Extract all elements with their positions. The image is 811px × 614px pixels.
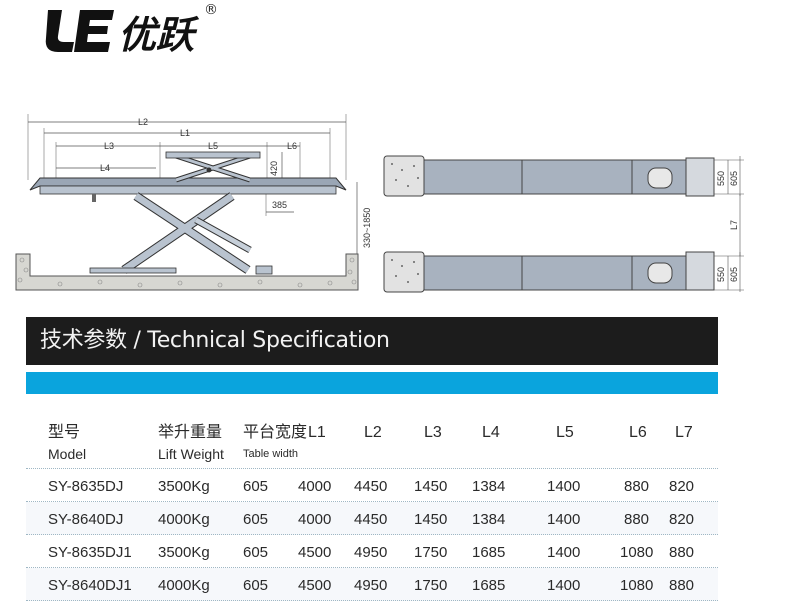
spec-table-header: 型号 Model 举升重量 Lift Weight 平台宽度 Table wid… (26, 410, 718, 469)
lift-technical-drawing: L2 L1 L3 L5 L6 L4 420 385 330~1850 (0, 100, 811, 300)
header-l7: L7 (675, 424, 693, 441)
dim-label-l1: L1 (180, 128, 190, 138)
registered-mark: ® (204, 2, 218, 18)
header-model: 型号 Model (48, 422, 87, 462)
dim-label-550-upper: 550 (716, 171, 726, 186)
table-row: SY-8640DJ1 4000Kg 605 4500 4950 1750 168… (26, 568, 718, 601)
dim-label-420: 420 (269, 161, 279, 176)
header-l5: L5 (556, 424, 574, 441)
header-table-width: 平台宽度 Table width (243, 422, 308, 460)
brand-logo: 优跃 ® (44, 2, 234, 58)
header-l1: L1 (308, 424, 326, 441)
table-row: SY-8635DJ1 3500Kg 605 4500 4950 1750 168… (26, 535, 718, 568)
header-l4: L4 (482, 424, 500, 441)
header-l2: L2 (364, 424, 382, 441)
top-view (383, 155, 744, 293)
dim-label-l3: L3 (104, 141, 114, 151)
dim-label-l4: L4 (100, 163, 110, 173)
dim-label-l5: L5 (208, 141, 218, 151)
header-l6: L6 (629, 424, 647, 441)
table-row: SY-8635DJ 3500Kg 605 4000 4450 1450 1384… (26, 469, 718, 502)
dim-label-l2: L2 (138, 117, 148, 127)
logo-mark: 优跃 (45, 10, 200, 57)
logo-chinese-text: 优跃 (118, 13, 200, 57)
side-view (27, 114, 358, 270)
side-pit (15, 253, 359, 291)
section-title: 技术参数 / Technical Specification (26, 317, 718, 365)
table-row: SY-8640DJ 4000Kg 605 4000 4450 1450 1384… (26, 502, 718, 535)
spec-table: 型号 Model 举升重量 Lift Weight 平台宽度 Table wid… (26, 410, 718, 601)
accent-divider (26, 372, 718, 394)
dim-label-550-lower: 550 (716, 267, 726, 282)
dim-label-605-upper: 605 (729, 171, 739, 186)
dim-label-605-lower: 605 (729, 267, 739, 282)
dim-label-l6: L6 (287, 141, 297, 151)
header-lift-weight: 举升重量 Lift Weight (158, 422, 224, 462)
side-platform (29, 151, 347, 275)
dim-label-height: 330~1850 (362, 208, 372, 248)
header-l3: L3 (424, 424, 442, 441)
dim-label-l7: L7 (729, 220, 739, 230)
dim-label-385: 385 (272, 200, 287, 210)
